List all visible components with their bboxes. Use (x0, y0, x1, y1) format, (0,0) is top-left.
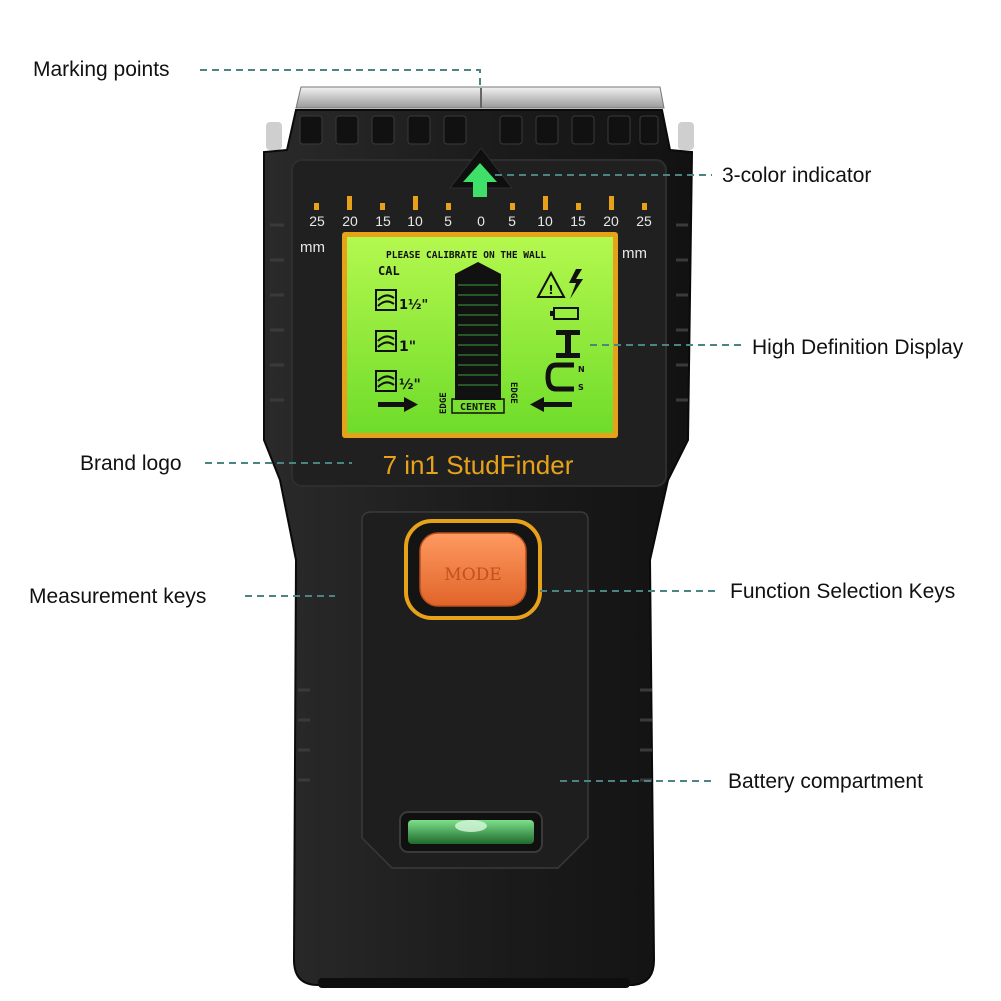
callout-leaders (200, 69, 742, 782)
scale-right-5: 5 (508, 213, 516, 229)
top-ridges (299, 115, 659, 145)
unit-left: mm (300, 239, 325, 256)
wood-1-label: 1" (399, 339, 416, 355)
warning-voltage-icon: ! (536, 269, 583, 299)
callout-display: High Definition Display (752, 336, 964, 359)
center-label: CENTER (460, 402, 497, 413)
leader-marking-points (200, 69, 481, 90)
wood-1-icon (375, 330, 397, 352)
indicator-arrow-icon (463, 163, 497, 197)
brand-logo: 7 in1 StudFinder (383, 450, 574, 480)
callout-function-keys: Function Selection Keys (730, 580, 956, 603)
scale-left-20: 20 (342, 213, 358, 229)
unit-right: mm (622, 245, 647, 262)
scale-left-5: 5 (444, 213, 452, 229)
scale-zero: 0 (477, 213, 485, 229)
scale-right-20: 20 (603, 213, 619, 229)
magnet-n-label: N (578, 365, 585, 374)
metal-beam-icon (556, 330, 580, 358)
center-box (451, 398, 505, 414)
lcd-cal: CAL (378, 264, 400, 278)
battery-icon (550, 307, 579, 320)
wood-1-5-icon (375, 289, 397, 311)
magnet-s-label: S (578, 383, 584, 392)
callout-measurement-keys: Measurement keys (29, 585, 207, 608)
callout-marking-points: Marking points (33, 58, 170, 81)
wood-half-icon (375, 370, 397, 392)
callout-brand-logo: Brand logo (80, 452, 182, 475)
wood-half-label: ½" (399, 377, 421, 393)
callout-color-indicator: 3-color indicator (722, 164, 872, 187)
edge-label-right: EDGE (508, 382, 518, 404)
signal-bar-lines (458, 284, 498, 386)
scale-left-15: 15 (375, 213, 391, 229)
mode-button[interactable] (419, 532, 527, 607)
magnet-icon (545, 362, 574, 392)
bottom-edge (318, 978, 630, 988)
wood-1-5-label: 1½" (399, 298, 428, 313)
callout-battery: Battery compartment (728, 770, 923, 793)
lcd-header: PLEASE CALIBRATE ON THE WALL (386, 250, 546, 261)
scale-right-10: 10 (537, 213, 553, 229)
svg-text:!: ! (548, 283, 553, 297)
arrow-left-icon (530, 397, 572, 412)
right-side-rail (678, 122, 694, 150)
scale-left-10: 10 (407, 213, 423, 229)
scale-right-15: 15 (570, 213, 586, 229)
scale-left-25: 25 (309, 213, 325, 229)
scale-right-25: 25 (636, 213, 652, 229)
level-bubble (455, 820, 487, 832)
signal-bar (455, 262, 501, 400)
edge-label-left: EDGE (439, 392, 449, 414)
arrow-right-icon (378, 397, 418, 412)
scale-ticks (314, 196, 647, 210)
mode-button-label: MODE (444, 565, 501, 585)
left-side-rail (266, 122, 282, 150)
